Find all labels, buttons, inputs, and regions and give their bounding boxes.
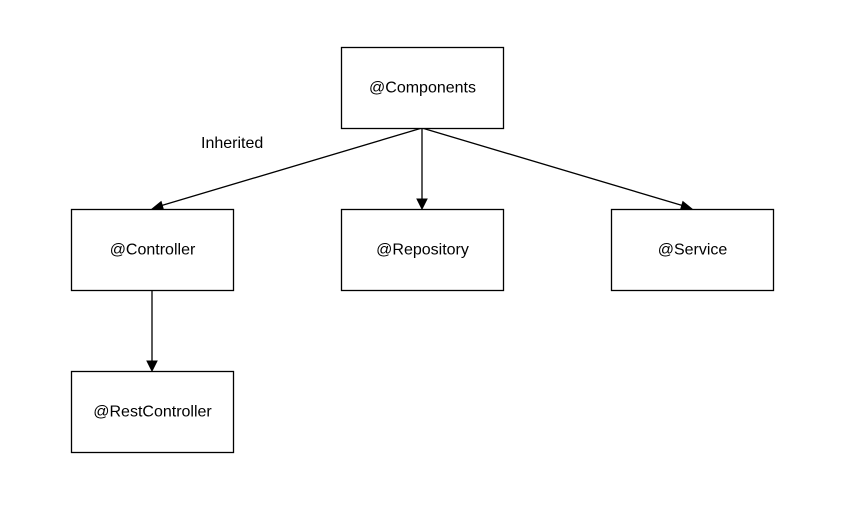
node-repository-box: [340, 208, 505, 292]
arrow-head-repository: [416, 198, 428, 211]
node-service-label: @Service: [658, 242, 728, 259]
node-components[interactable]: @Components: [340, 46, 505, 130]
node-components-label: @Components: [369, 80, 476, 97]
node-components-box: [340, 46, 505, 130]
node-restcontroller-label: @RestController: [93, 404, 212, 421]
node-restcontroller-box: [70, 370, 235, 454]
edge-components-to-service: [421, 127, 685, 207]
edge-components-to-controller: [159, 127, 423, 207]
node-controller-label: @Controller: [110, 242, 196, 259]
node-service[interactable]: @Service: [610, 208, 775, 292]
node-controller-box: [70, 208, 235, 292]
node-restcontroller[interactable]: @RestController: [70, 370, 235, 454]
node-repository-label: @Repository: [376, 242, 469, 259]
edges: Inherited: [146, 127, 694, 373]
node-repository[interactable]: @Repository: [340, 208, 505, 292]
arrow-head-restcontroller: [146, 360, 158, 373]
node-service-box: [610, 208, 775, 292]
edge-label-inherited: Inherited: [201, 135, 263, 152]
node-controller[interactable]: @Controller: [70, 208, 235, 292]
